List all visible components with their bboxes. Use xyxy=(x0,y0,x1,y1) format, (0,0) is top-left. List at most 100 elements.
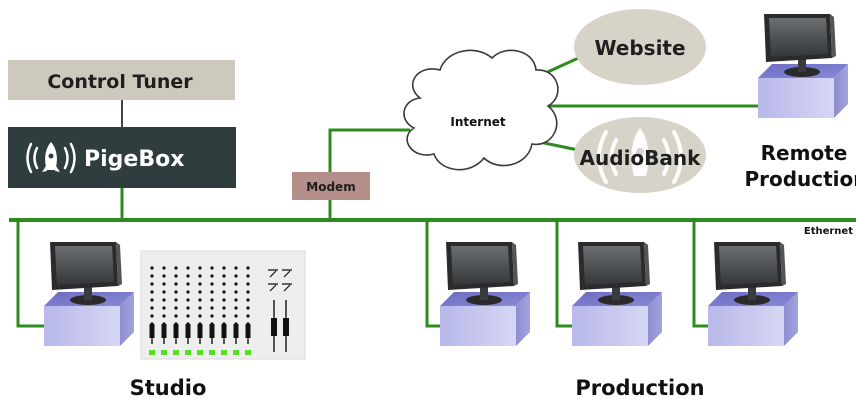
mixer-knob xyxy=(234,282,238,286)
mixer-knob xyxy=(186,314,190,318)
mixer-knob xyxy=(174,306,178,310)
mixer-knob xyxy=(222,282,226,286)
mixer-knob xyxy=(246,298,250,302)
production-computer-icon xyxy=(708,242,798,346)
vu-meter xyxy=(282,283,292,292)
studio-label: Studio xyxy=(130,376,207,399)
internet-label: Internet xyxy=(450,115,505,129)
pigebox-box: PigeBox xyxy=(8,127,236,188)
mixer-knob xyxy=(174,314,178,318)
mixer-knob xyxy=(150,274,154,278)
mixer-knob xyxy=(222,314,226,318)
remote-production-node: Remote Production xyxy=(744,14,856,191)
mixer-knob xyxy=(150,282,154,286)
mixer-led xyxy=(161,350,167,355)
mixer-knob xyxy=(222,306,226,310)
production-node: Production xyxy=(440,242,798,399)
vu-meter xyxy=(282,269,292,278)
mixer-knob xyxy=(222,266,226,270)
mixer-knob xyxy=(234,290,238,294)
mixer-knob xyxy=(198,314,202,318)
mixer-knob xyxy=(150,314,154,318)
mixer-knob xyxy=(162,290,166,294)
mixer-knob xyxy=(162,266,166,270)
studio-computer-icon xyxy=(44,242,134,346)
mixer-fader-knob xyxy=(185,324,191,338)
mixer-fader-knob xyxy=(173,324,179,338)
vu-meter xyxy=(268,283,278,292)
mixer-knob xyxy=(174,282,178,286)
control-tuner-label: Control Tuner xyxy=(47,71,193,93)
mixer-led xyxy=(173,350,179,355)
mixer-knob xyxy=(186,290,190,294)
mixer-knob xyxy=(222,274,226,278)
mixer-fader-knob xyxy=(161,324,167,338)
mixer-knob xyxy=(222,290,226,294)
mixer-led xyxy=(197,350,203,355)
mixer-knob xyxy=(150,306,154,310)
master-fader-knob xyxy=(271,318,277,336)
studio-node: Studio xyxy=(44,242,306,399)
audiobank-label: AudioBank xyxy=(580,146,702,170)
mixer-knob xyxy=(198,282,202,286)
mixer-knob xyxy=(186,306,190,310)
remote-production-label-line1: Remote xyxy=(761,141,848,165)
mixer-knob xyxy=(150,290,154,294)
mixer-knob xyxy=(174,266,178,270)
mixer-led xyxy=(245,350,251,355)
mixer-knob xyxy=(174,290,178,294)
mixer-knob xyxy=(198,290,202,294)
mixer-knob xyxy=(162,274,166,278)
mixer-led xyxy=(149,350,155,355)
mixer-led xyxy=(209,350,215,355)
mixer-knob xyxy=(222,298,226,302)
mixer-knob xyxy=(234,298,238,302)
mixer-fader-knob xyxy=(197,324,203,338)
mixer-led xyxy=(185,350,191,355)
mixer-knob xyxy=(210,290,214,294)
mixer-knob xyxy=(234,266,238,270)
mixer-knob xyxy=(198,266,202,270)
mixer-knob xyxy=(246,274,250,278)
modem-label: Modem xyxy=(306,180,355,194)
mixer-knob xyxy=(210,306,214,310)
mixer-knob xyxy=(234,274,238,278)
mixer-knob xyxy=(234,314,238,318)
mixer-fader-knob xyxy=(221,324,227,338)
production-computer-icon xyxy=(440,242,530,346)
mixer-knob xyxy=(174,298,178,302)
mixer-knob xyxy=(162,314,166,318)
website-node: Website xyxy=(574,9,706,85)
mixer-knob xyxy=(162,306,166,310)
mixer-knob xyxy=(246,282,250,286)
mixer-knob xyxy=(210,266,214,270)
mixer-knob xyxy=(246,314,250,318)
mixer-knob xyxy=(198,298,202,302)
mixer-fader-knob xyxy=(149,324,155,338)
vu-meter xyxy=(268,269,278,278)
mixer-fader-knob xyxy=(245,324,251,338)
rocket-broadcast-icon xyxy=(26,142,76,174)
mixer-fader-knob xyxy=(233,324,239,338)
mixer-knob xyxy=(186,274,190,278)
production-label: Production xyxy=(575,376,704,399)
mixer-knob xyxy=(246,306,250,310)
mixer-fader-knob xyxy=(209,324,215,338)
audiobank-node: AudioBank xyxy=(574,117,706,193)
mixer-knob xyxy=(150,298,154,302)
mixer-knob xyxy=(186,298,190,302)
modem-box: Modem xyxy=(292,172,370,200)
mixer-knob xyxy=(198,274,202,278)
mixer-knob xyxy=(210,298,214,302)
pigebox-label: PigeBox xyxy=(84,147,184,172)
control-tuner-box: Control Tuner xyxy=(8,60,235,100)
mixer-knob xyxy=(162,298,166,302)
rocket-broadcast-icon xyxy=(597,128,683,184)
mixer-led xyxy=(233,350,239,355)
production-computer-icon xyxy=(572,242,662,346)
mixer-knob xyxy=(246,290,250,294)
mixer-knob xyxy=(186,266,190,270)
mixer-knob xyxy=(174,274,178,278)
mixer-knob xyxy=(162,282,166,286)
